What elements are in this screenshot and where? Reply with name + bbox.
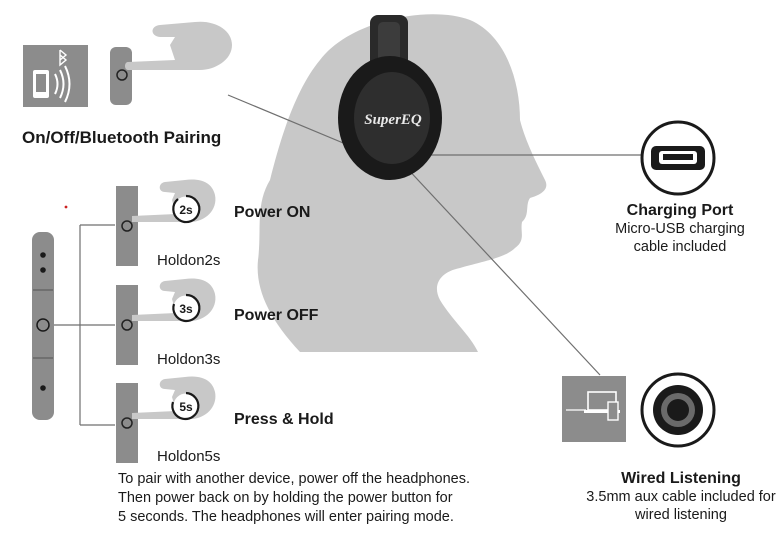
bluetooth-icon [59, 49, 68, 67]
pairing-connector-line [227, 94, 361, 151]
step-title-press-hold: Press & Hold [234, 411, 334, 428]
pairing-title: On/Off/Bluetooth Pairing [22, 128, 222, 147]
charging-port-line: cable included [633, 239, 727, 255]
charging-port-title: Charging Port [626, 202, 734, 219]
aux-jack-icon [640, 372, 716, 448]
headphone-icon: SuperEQ [338, 15, 442, 180]
finger-press-icon [125, 21, 232, 70]
hold-label-power-on: Holdon2s [157, 252, 221, 269]
timer-icon [171, 391, 200, 421]
pairing-note: To pair with another device, power off t… [118, 470, 470, 527]
hold-label-press-hold: Holdon5s [157, 448, 221, 465]
brand-logo: SuperEQ [364, 112, 422, 128]
hold-label-power-off: Holdon3s [157, 351, 221, 368]
timer-icon [172, 293, 201, 323]
laptop-box [562, 376, 626, 442]
timer-seconds-3: 5s [179, 400, 193, 414]
timer-seconds-1: 2s [179, 203, 193, 217]
micro-usb-port-icon [640, 120, 716, 196]
step-title-power-on: Power ON [234, 204, 311, 221]
step-power-off-art [116, 278, 216, 365]
accent-dot [64, 205, 68, 209]
signal-waves-icon [54, 65, 71, 103]
control-strip [32, 232, 54, 420]
step-title-power-off: Power OFF [234, 307, 319, 324]
wired-listening-title: Wired Listening [621, 470, 741, 487]
pairing-button-panel [110, 47, 132, 105]
step-power-on-art [116, 179, 216, 266]
wired-listening-line: 3.5mm aux cable included for [586, 489, 776, 505]
wired-listening-block: Wired Listening 3.5mm aux cable included… [583, 470, 779, 524]
bracket-lines [54, 224, 115, 426]
phone-bluetooth-box [23, 45, 88, 107]
charging-port-line: Micro-USB charging [615, 221, 745, 237]
aux-connector-line [389, 149, 601, 376]
pairing-note-line: To pair with another device, power off t… [118, 471, 470, 487]
charging-port-block: Charging Port Micro-USB charging cable i… [598, 202, 762, 256]
phone-icon [607, 401, 619, 421]
step-press-hold-art [116, 376, 216, 463]
timer-seconds-2: 3s [179, 302, 193, 316]
head-silhouette [257, 14, 547, 353]
timer-icon [172, 194, 201, 224]
wired-listening-line: wired listening [635, 507, 727, 523]
pairing-note-line: Then power back on by holding the power … [118, 490, 453, 506]
pairing-note-line: 5 seconds. The headphones will enter pai… [118, 509, 454, 525]
